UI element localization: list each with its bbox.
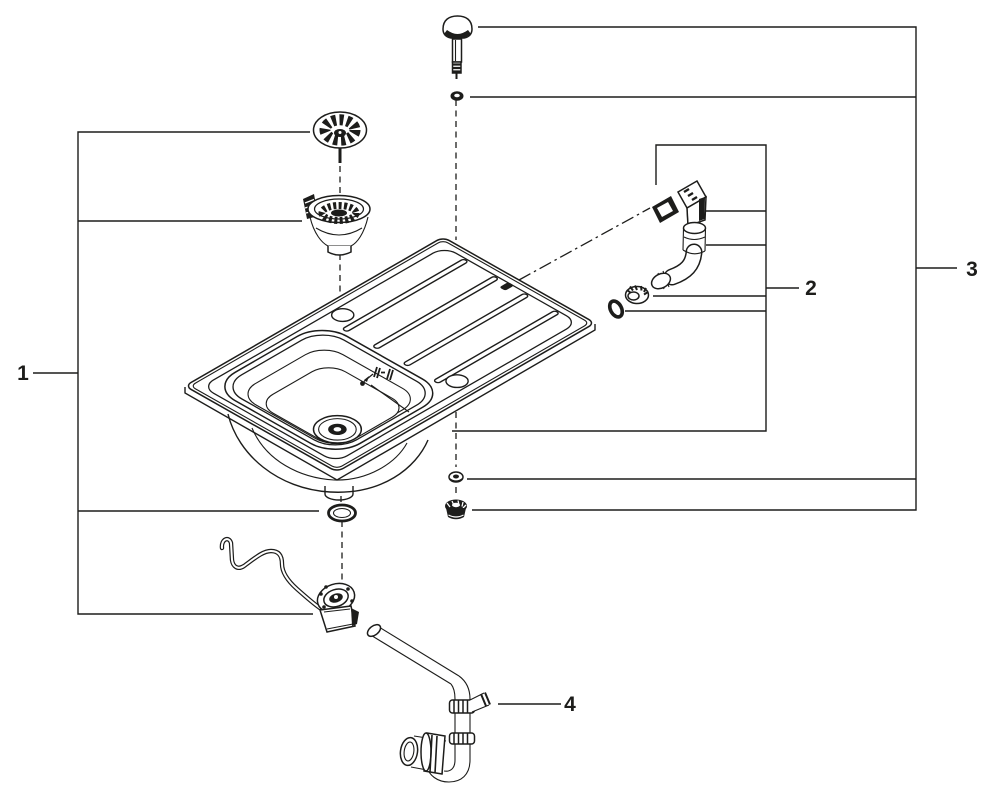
callout-bracket-3 [467, 26, 957, 511]
overflow-assembly [607, 179, 708, 319]
knob-seal-ring [450, 91, 464, 101]
pop-up-knob [442, 15, 473, 79]
waste-body-with-rod [219, 536, 359, 633]
callout-label-1: 1 [17, 362, 29, 385]
overflow-cover [676, 179, 708, 228]
drain-boss [325, 486, 353, 500]
sink-rim-outer [185, 237, 595, 472]
mounting-clip-icon [360, 366, 410, 413]
trap-side-spout [469, 692, 491, 713]
deck-hole-rear [327, 306, 358, 324]
callout-bracket-1 [33, 131, 319, 615]
bowl-drain-hole [304, 410, 372, 449]
overflow-nut [624, 285, 650, 305]
bowl-seal-ring [327, 503, 357, 523]
callout-label-2: 2 [805, 277, 817, 300]
overflow-elbow [650, 221, 707, 290]
drain-trap [366, 623, 491, 783]
callout-label-3: 3 [966, 258, 978, 281]
strainer-plug [312, 111, 368, 163]
sink-bowl [210, 322, 447, 457]
sink-underside [185, 324, 595, 500]
callout-bracket-2 [452, 144, 799, 432]
deck-hole-seal [448, 471, 464, 483]
overflow-gasket [652, 196, 679, 223]
strainer-basket [303, 194, 371, 256]
callout-label-4: 4 [564, 693, 576, 716]
drainboard-grooves [342, 259, 560, 384]
sink-unit [185, 237, 595, 500]
sink-rim-inner [190, 240, 589, 469]
trap-union-nut-lower [448, 732, 476, 745]
overflow-axis-line [518, 207, 651, 281]
deck-hole-nut [445, 499, 467, 520]
overflow-slot [500, 282, 513, 291]
overflow-o-ring [607, 299, 625, 319]
deck-hole-front [441, 372, 472, 390]
trap-union-nut-upper [448, 699, 476, 714]
